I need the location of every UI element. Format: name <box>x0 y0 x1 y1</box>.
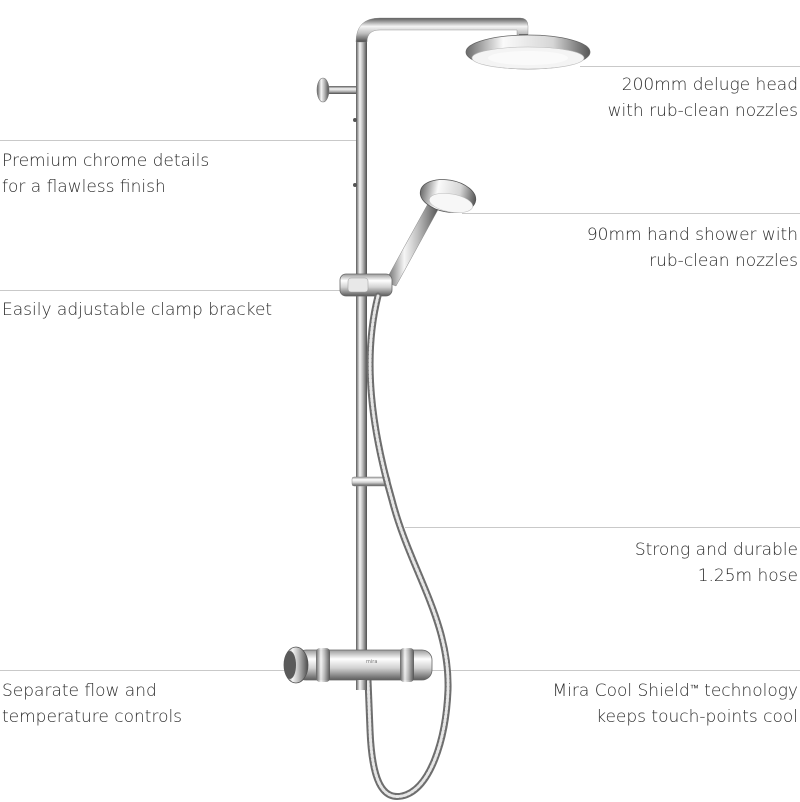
callout-cool-shield-line1: Mira Cool Shield™ technology <box>553 678 798 704</box>
rule-hand-shower <box>462 213 800 214</box>
valve-badge: mira <box>366 659 377 665</box>
callout-controls-line1: Separate flow and <box>2 681 157 701</box>
callout-cool-shield-brand: Mira Cool Shield <box>552 681 690 701</box>
callout-deluge-head-line1: 200mm deluge head <box>621 75 798 95</box>
callout-deluge-head-line2: with rub-clean nozzles <box>607 101 798 121</box>
wall-bracket-top <box>316 77 360 103</box>
callout-hand-shower-line2: rub-clean nozzles <box>649 251 798 271</box>
callout-hose-line1: Strong and durable <box>634 540 798 560</box>
deluge-head <box>465 34 591 70</box>
rule-controls <box>0 670 300 671</box>
callout-hand-shower: 90mm hand shower with rub-clean nozzles <box>587 222 798 274</box>
callout-controls-line2: temperature controls <box>2 707 183 727</box>
rule-chrome <box>0 140 362 141</box>
trademark-mark: ™ <box>689 684 699 694</box>
callout-chrome-line2: for a flawless finish <box>2 177 166 197</box>
rule-hose <box>405 527 800 528</box>
callout-clamp-line1: Easily adjustable clamp bracket <box>2 300 273 320</box>
clamp-bracket <box>339 273 393 297</box>
callout-hose-line2: 1.25m hose <box>697 566 798 586</box>
callout-cool-shield-line2: keeps touch-points cool <box>596 707 798 727</box>
callout-hand-shower-line1: 90mm hand shower with <box>586 225 798 245</box>
thermostatic-valve: mira <box>283 646 433 690</box>
callout-clamp: Easily adjustable clamp bracket <box>2 297 272 323</box>
callout-chrome-line1: Premium chrome details <box>2 151 210 171</box>
callout-chrome: Premium chrome details for a flawless fi… <box>2 148 209 200</box>
callout-cool-shield-tech: technology <box>698 681 798 701</box>
hand-shower <box>384 179 477 287</box>
rule-deluge <box>580 66 800 67</box>
callout-cool-shield: Mira Cool Shield™ technology keeps touch… <box>553 678 798 730</box>
callout-controls: Separate flow and temperature controls <box>2 678 182 730</box>
callout-hose: Strong and durable 1.25m hose <box>635 537 798 589</box>
riser-rail <box>356 40 367 650</box>
rule-clamp <box>0 290 348 291</box>
callout-deluge-head: 200mm deluge head with rub-clean nozzles <box>608 72 798 124</box>
rule-cool-shield <box>420 670 800 671</box>
